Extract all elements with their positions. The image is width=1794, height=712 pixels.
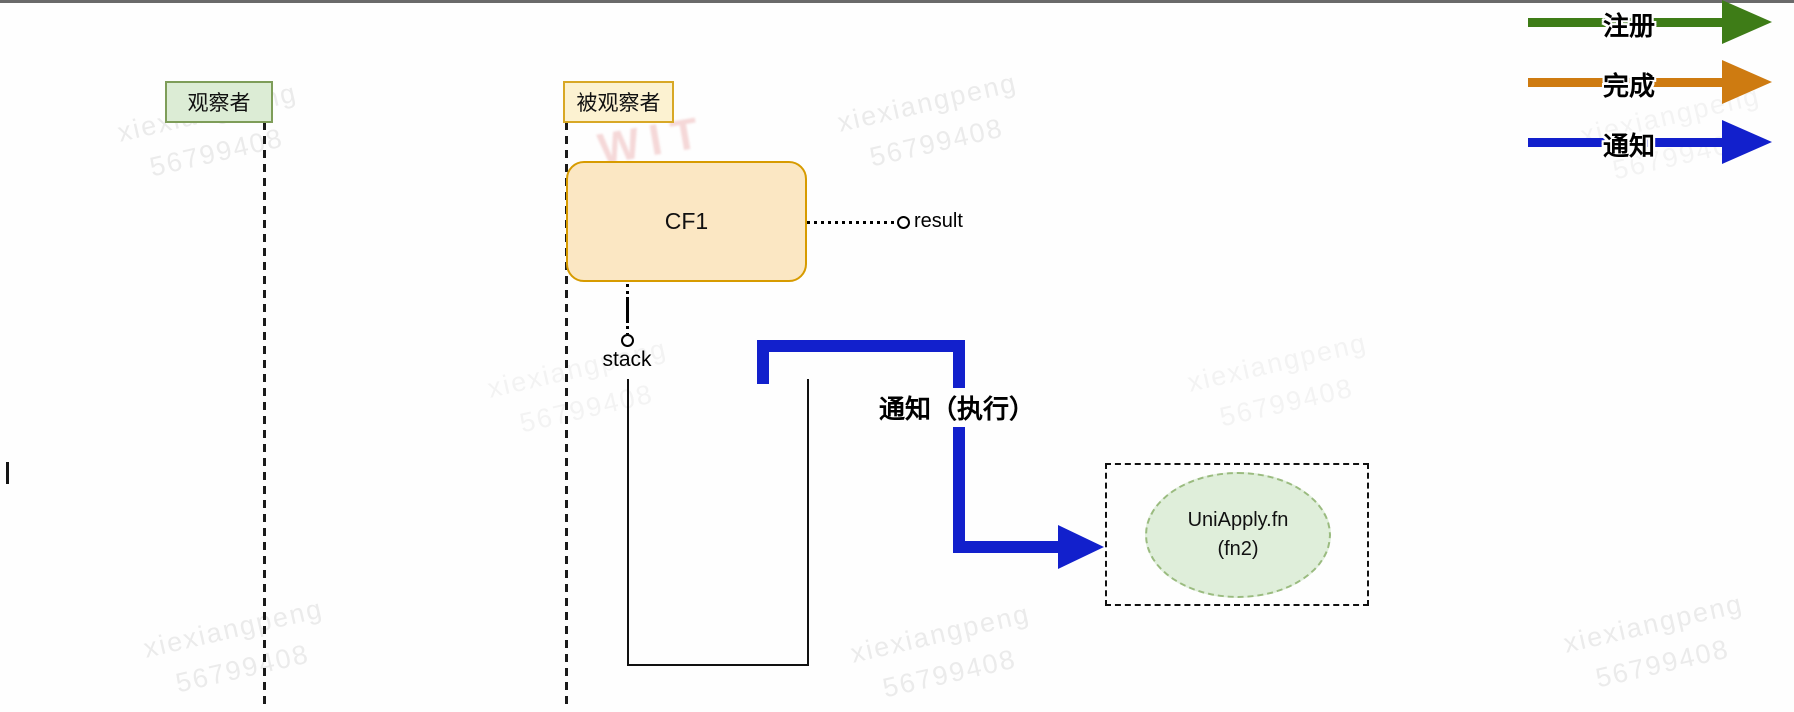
watermark-name: xiexiangpeng [847, 598, 1033, 669]
watermark-name: xiexiangpeng [834, 67, 1020, 138]
actor-box-observer: 观察者 [165, 81, 273, 123]
watermark-number: 56799408 [1216, 372, 1357, 432]
watermark: xiexiangpeng 56799408 [1532, 577, 1784, 710]
watermark: xiexiangpeng 56799408 [1156, 316, 1408, 449]
left-edge-cursor-tick [6, 462, 9, 484]
observer-lifeline [263, 122, 266, 705]
cf1-label: CF1 [664, 208, 709, 234]
uniapply-label-line2: (fn2) [1217, 538, 1259, 560]
legend-complete-label: 完成 [1602, 71, 1655, 101]
legend-register-label: 注册 [1602, 11, 1655, 41]
watermark-name: xiexiangpeng [1184, 327, 1370, 398]
stack-solid-connector [625, 297, 629, 323]
watermark-name: xiexiangpeng [1560, 588, 1746, 659]
stack-port-label: stack [602, 348, 652, 371]
cf1-node: CF1 [566, 161, 807, 282]
notify-arrow-line [1528, 138, 1724, 147]
notify-arrow-segment-top [757, 340, 965, 352]
uniapply-ellipse: UniApply.fn (fn2) [1145, 472, 1331, 598]
watermark-name: xiexiangpeng [140, 593, 326, 664]
notify-arrowhead-icon [1058, 525, 1104, 569]
legend-item-complete: 完成 [1528, 60, 1794, 106]
complete-arrow-line [1528, 78, 1724, 87]
observable-lifeline [565, 122, 568, 705]
stack-port-circle [621, 334, 634, 347]
register-arrow-line [1528, 18, 1724, 27]
actor-box-observable: 被观察者 [563, 81, 674, 123]
complete-arrowhead-icon [1722, 60, 1772, 104]
watermark-number: 56799408 [1592, 633, 1733, 693]
legend-item-notify: 通知 [1528, 120, 1794, 166]
actor-observer-label: 观察者 [187, 92, 251, 115]
notify-execute-label: 通知（执行） [876, 388, 1039, 427]
notify-arrowhead-icon [1722, 120, 1772, 164]
result-dotted-connector [807, 221, 895, 224]
watermark: xiexiangpeng 56799408 [806, 56, 1058, 189]
watermark: xiexiangpeng 56799408 [112, 582, 364, 712]
watermark: xiexiangpeng 56799408 [819, 587, 1071, 712]
stack-container [627, 379, 809, 666]
legend-item-register: 注册 [1528, 0, 1794, 46]
notify-arrow-segment-vertical [953, 340, 965, 553]
legend-notify-label: 通知 [1602, 131, 1655, 161]
notify-arrow-segment-bottom [953, 541, 1060, 553]
actor-observable-label: 被观察者 [576, 92, 661, 115]
uniapply-label-line1: UniApply.fn [1187, 509, 1289, 531]
watermark-number: 56799408 [866, 112, 1007, 172]
watermark-number: 56799408 [172, 638, 313, 698]
result-port-label: result [914, 210, 963, 232]
register-arrowhead-icon [1722, 0, 1772, 44]
top-border-bar [0, 0, 1794, 3]
watermark-number: 56799408 [879, 643, 1020, 703]
result-port-circle [897, 216, 910, 229]
target-dashed-boundary [1105, 463, 1369, 606]
